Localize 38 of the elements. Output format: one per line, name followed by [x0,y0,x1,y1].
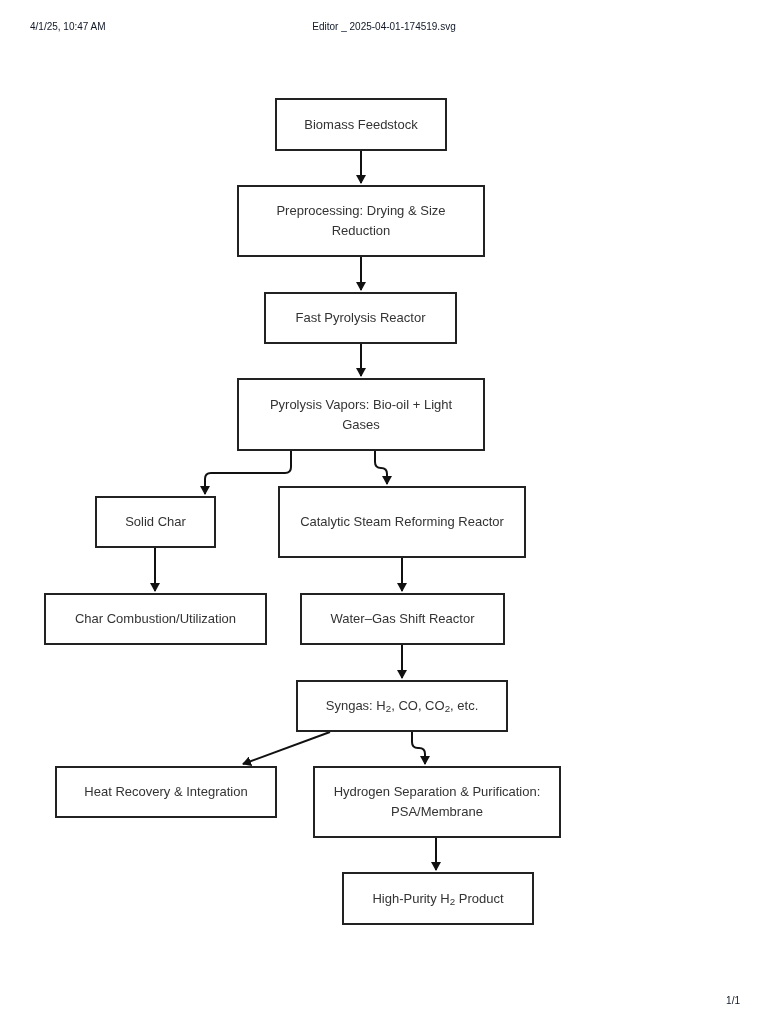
process-box [275,98,447,151]
process-box [237,378,485,451]
box-label: Pyrolysis Vapors: Bio-oil + Light Gases [268,395,454,434]
box-label: Syngas: H$_{2}$, CO, CO$_{2}$, etc. [325,697,479,716]
box-label: High-Purity H$_{2}$ Product [372,889,504,909]
process-box [278,486,526,558]
arrow [200,450,292,495]
process-box [55,766,277,818]
arrow [397,644,407,679]
arrow [242,731,331,766]
box-label: Heat Recovery & Integration [84,783,248,801]
arrow [356,150,366,184]
process-box [313,766,561,838]
process-box [296,680,508,732]
arrow [356,256,366,291]
box-label: Preprocessing: Drying & Size Reduction [275,202,447,240]
process-box [264,292,457,344]
process-box [237,185,485,257]
page-number: 1/1 [726,994,740,1008]
box-label: Fast Pyrolysis Reactor [295,309,426,327]
page-header-title: Editor _ 2025-04-01-174519.svg [311,20,457,34]
box-label: Catalytic Steam Reforming Reactor [300,513,504,531]
arrow [150,547,160,592]
process-box [44,593,267,645]
box-label: Char Combustion/Utilization [74,610,237,628]
arrow [356,343,366,377]
process-box [95,496,216,548]
box-label: Hydrogen Separation & Purification: PSA/Membrane [332,783,542,821]
arrow [411,731,430,765]
process-box [300,593,505,645]
box-label: Solid Char [125,513,186,531]
arrow [397,557,407,592]
process-box [342,872,534,925]
box-label: Water–Gas Shift Reactor [330,610,475,628]
arrow [374,450,392,485]
print-date: 4/1/25, 10:47 AM [30,20,106,34]
box-label: Biomass Feedstock [304,115,418,134]
arrow [431,837,441,871]
